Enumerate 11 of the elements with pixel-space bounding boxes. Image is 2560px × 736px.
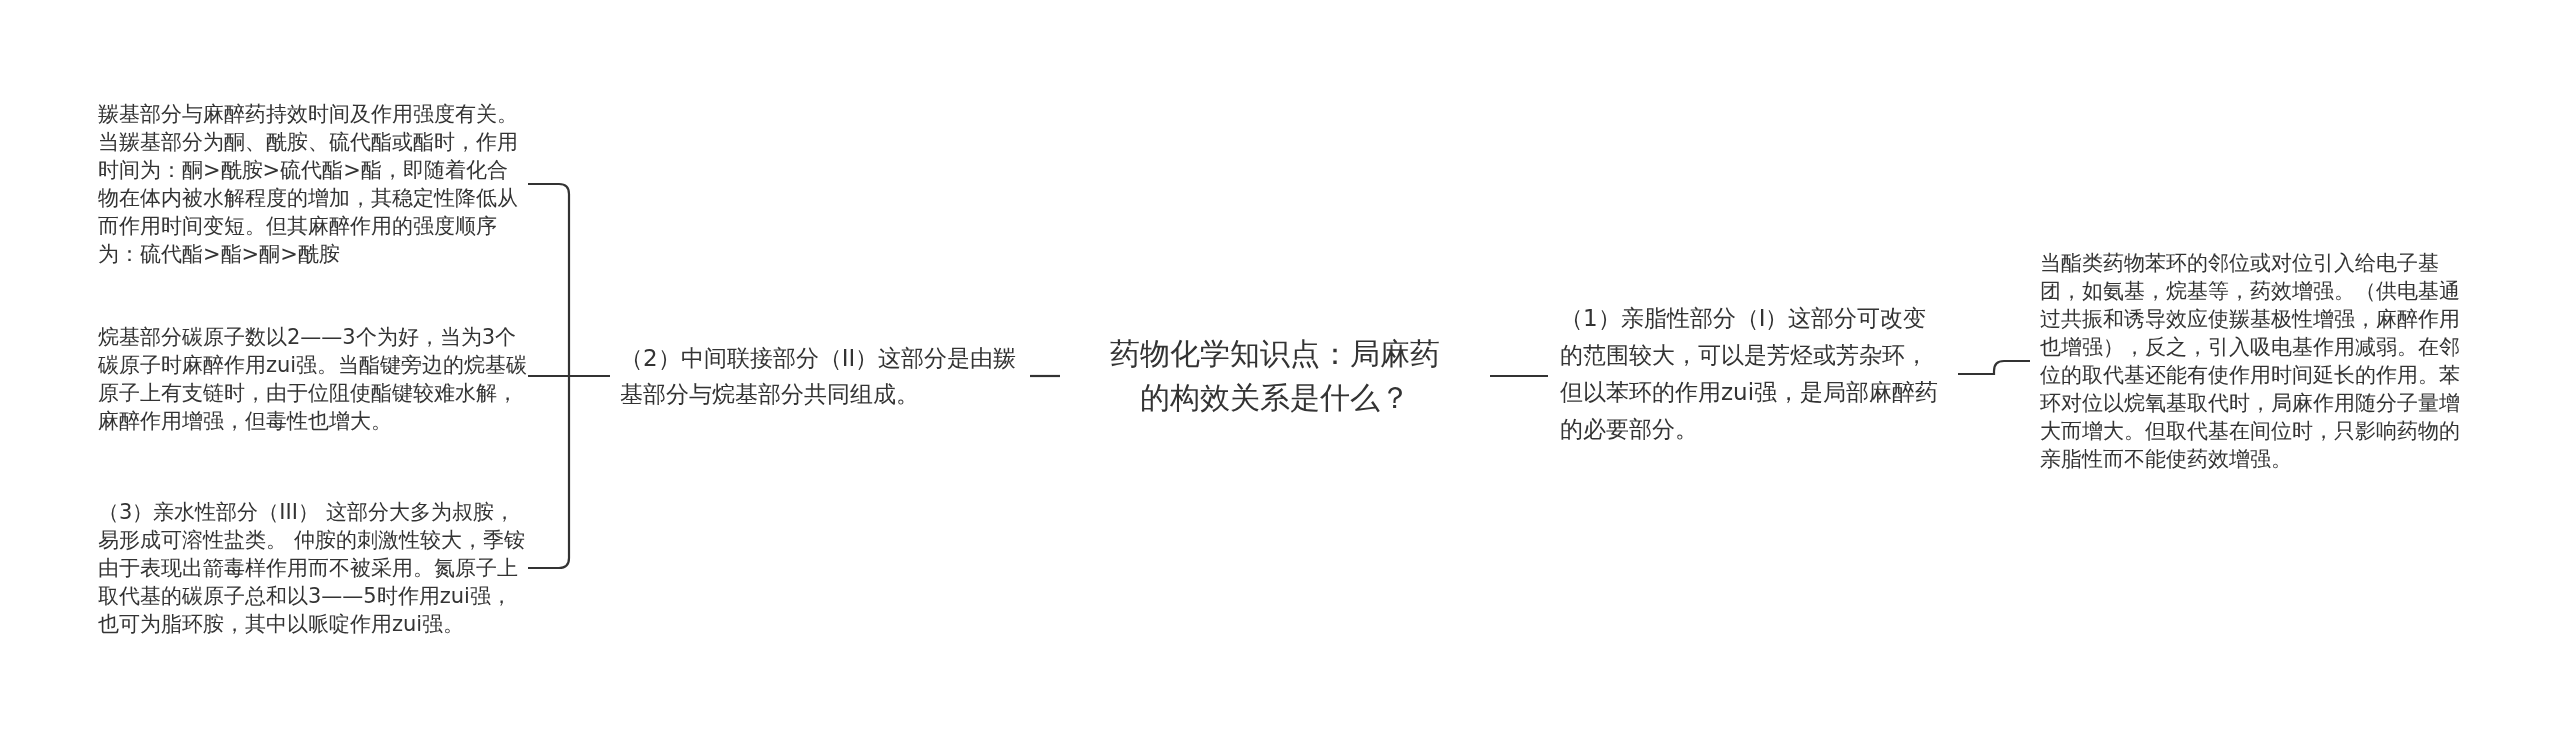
- note-text: 当酯类药物苯环的邻位或对位引入给电子基团，如氨基，烷基等，药效增强。（供电基通过共振和诱导效应使羰基极性增强，麻醉作用也增强），反之，引入吸电基作用减弱。在邻位的取代基还能有使作用时间延长的作用。苯环对位以烷氧基取代时，局麻作用随分子量增大而增大。但取代基在间位时，只影响药物的亲脂性而不能使药效增强。: [2030, 249, 2470, 473]
- branch-topic: （1）亲脂性部分（I）这部分可改变的范围较大，可以是芳烃或芳杂环，但以苯环的作用zui强，是局部麻醉药的必要部分。: [1548, 300, 1958, 448]
- connector-line: [1030, 374, 1060, 378]
- note-text: 羰基部分与麻醉药持效时间及作用强度有关。当羰基部分为酮、酰胺、硫代酯或酯时，作用时间为：酮>酰胺>硫代酯>酯，即随着化合物在体内被水解程度的增加，其稳定性降低从而作用时间变短。但其麻醉作用的强度顺序为：硫代酯>酯>酮>酰胺: [98, 100, 528, 268]
- branch-topic: （2）中间联接部分（II）这部分是由羰基部分与烷基部分共同组成。: [610, 340, 1030, 412]
- central-topic: 药物化学知识点：局麻药的构效关系是什么？: [1060, 332, 1490, 420]
- note-text: 烷基部分碳原子数以2——3个为好，当为3个碳原子时麻醉作用zui强。当酯键旁边的烷基碳原子上有支链时，由于位阻使酯键较难水解，麻醉作用增强，但毒性也增大。: [98, 323, 528, 435]
- connector-line: [528, 374, 610, 570]
- connector-line: [1958, 359, 2030, 376]
- connector-line: [1490, 374, 1548, 378]
- note-text: （3）亲水性部分（III） 这部分大多为叔胺，易形成可溶性盐类。 仲胺的刺激性较大，季铵由于表现出箭毒样作用而不被采用。氮原子上取代基的碳原子总和以3——5时作用zui强，也可为脂环胺，其中以哌啶作用zui强。: [98, 498, 528, 638]
